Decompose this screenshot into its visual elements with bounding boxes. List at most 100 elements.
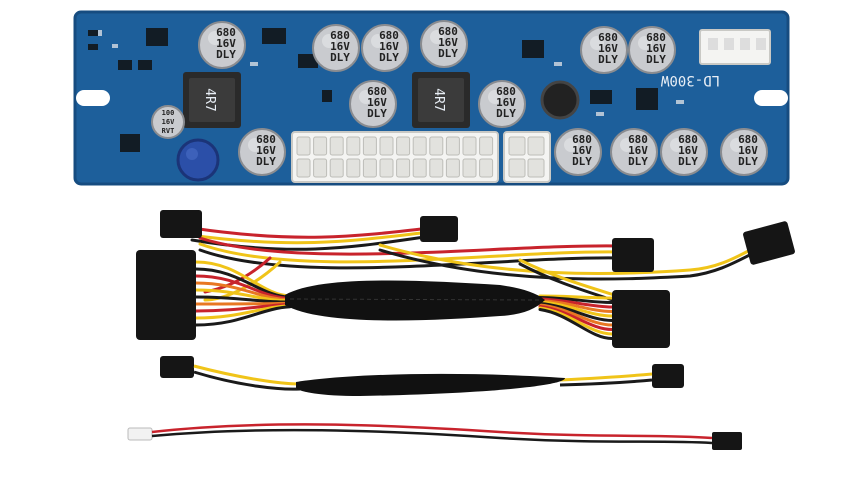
capacitor-text: 680 <box>216 26 236 39</box>
capacitor-text: 680 <box>367 85 387 98</box>
cable2-plug-right <box>652 364 684 388</box>
capacitor-text: 680 <box>598 31 618 44</box>
wire-right <box>538 305 614 331</box>
connector-pin-slot <box>379 158 394 178</box>
capacitor-text: DLY <box>256 155 276 168</box>
capacitor-text: 680 <box>379 29 399 42</box>
connector-pin-slot <box>362 158 377 178</box>
capacitor-text: 680 <box>496 85 516 98</box>
capacitor-highlight <box>488 90 502 104</box>
cable3-plug-left <box>127 427 153 441</box>
capacitor-text: 680 <box>678 133 698 146</box>
capacitor-text: DLY <box>738 155 758 168</box>
capacitor-text: DLY <box>367 107 387 120</box>
capacitor-text: 16V <box>646 42 666 55</box>
wire-right <box>538 300 614 318</box>
wire-right <box>538 299 614 313</box>
connector-pin-slot <box>362 136 377 156</box>
capacitor-group: 68016VDLY68016VDLY68016VDLY68016VDLY6801… <box>198 20 768 176</box>
atx-24pin-plug-right <box>612 290 670 348</box>
capacitor-text: 16V <box>628 144 648 157</box>
capacitor-text: 16V <box>367 96 387 109</box>
connector-pin-slot <box>445 136 460 156</box>
connector-pin-slot <box>412 136 427 156</box>
wire-right <box>538 306 614 336</box>
capacitor-highlight <box>208 31 222 45</box>
connector-pin-slot <box>329 136 344 156</box>
connector-pin-slot <box>296 158 311 178</box>
connector-pin-slot <box>429 136 444 156</box>
capacitor-text: 680 <box>572 133 592 146</box>
capacitor-text: 680 <box>256 133 276 146</box>
capacitor-text: DLY <box>628 155 648 168</box>
dark-capacitor <box>540 80 580 120</box>
capacitor-highlight <box>430 30 444 44</box>
inductor-left-label: 4R7 <box>202 88 217 111</box>
capacitor-text: 16V <box>496 96 516 109</box>
connector-pin-slot <box>313 158 328 178</box>
inductor-right-label: 4R7 <box>431 88 446 111</box>
connector-pin-slot <box>346 158 361 178</box>
capacitor-text: 680 <box>438 25 458 38</box>
capacitor-text: DLY <box>438 47 458 60</box>
small-cap-line-2: 16V <box>162 118 175 126</box>
connector-pin-slot <box>479 158 494 178</box>
capacitor-text: 16V <box>678 144 698 157</box>
molex-plug-top-left <box>160 210 202 238</box>
cable2-plug-left <box>160 356 194 378</box>
capacitor-text: 16V <box>330 40 350 53</box>
wire-left <box>194 305 292 327</box>
capacitor-highlight <box>620 138 634 152</box>
atx-24pin-connector <box>291 131 499 183</box>
pcb-board: 4R7 4R7 68016VDLY68016VDLY68016VDLY68016… <box>73 10 790 186</box>
wire-right <box>538 303 614 327</box>
wire-left <box>194 304 292 320</box>
connector-pin-slot <box>379 136 394 156</box>
thin-power-cable <box>127 423 742 450</box>
connector-pin-slot <box>527 136 545 156</box>
inductor-left: 4R7 <box>183 72 241 128</box>
capacitor-text: DLY <box>572 155 592 168</box>
capacitor-text: DLY <box>216 48 236 61</box>
cable2-braided-sleeve <box>296 373 565 396</box>
capacitor-text: 680 <box>738 133 758 146</box>
connector-pin-slot <box>527 158 545 178</box>
small-cap-line-1: 100 <box>162 109 175 117</box>
pcie-6pin-plug <box>743 221 795 265</box>
capacitor-text: 680 <box>330 29 350 42</box>
blue-capacitor <box>176 138 220 182</box>
power-header <box>699 29 771 65</box>
capacitor-highlight <box>359 90 373 104</box>
connector-pin-slot <box>396 136 411 156</box>
atx-24pin-plug-left <box>136 250 196 340</box>
capacitor-highlight <box>638 36 652 50</box>
capacitor-text: DLY <box>646 53 666 66</box>
connector-pin-slot <box>296 136 311 156</box>
wire-right <box>538 294 614 300</box>
board-model-label: LD-300W <box>660 72 720 88</box>
molex-plug-mid <box>420 216 458 242</box>
atx-4pin-connector <box>503 131 551 183</box>
capacitor-text: 16V <box>598 42 618 55</box>
wire-right <box>538 308 614 340</box>
connector-pin-slot <box>412 158 427 178</box>
cpu-power-cable <box>160 356 684 396</box>
capacitor-text: 16V <box>216 37 236 50</box>
capacitor-text: 680 <box>628 133 648 146</box>
braided-sleeve <box>285 280 545 321</box>
small-cap-line-3: RVT <box>162 127 175 135</box>
capacitor-highlight <box>371 34 385 48</box>
main-cable-harness <box>136 210 795 348</box>
connector-pin-slot <box>479 136 494 156</box>
molex-plug-right <box>612 238 654 272</box>
wire-right <box>538 302 614 322</box>
